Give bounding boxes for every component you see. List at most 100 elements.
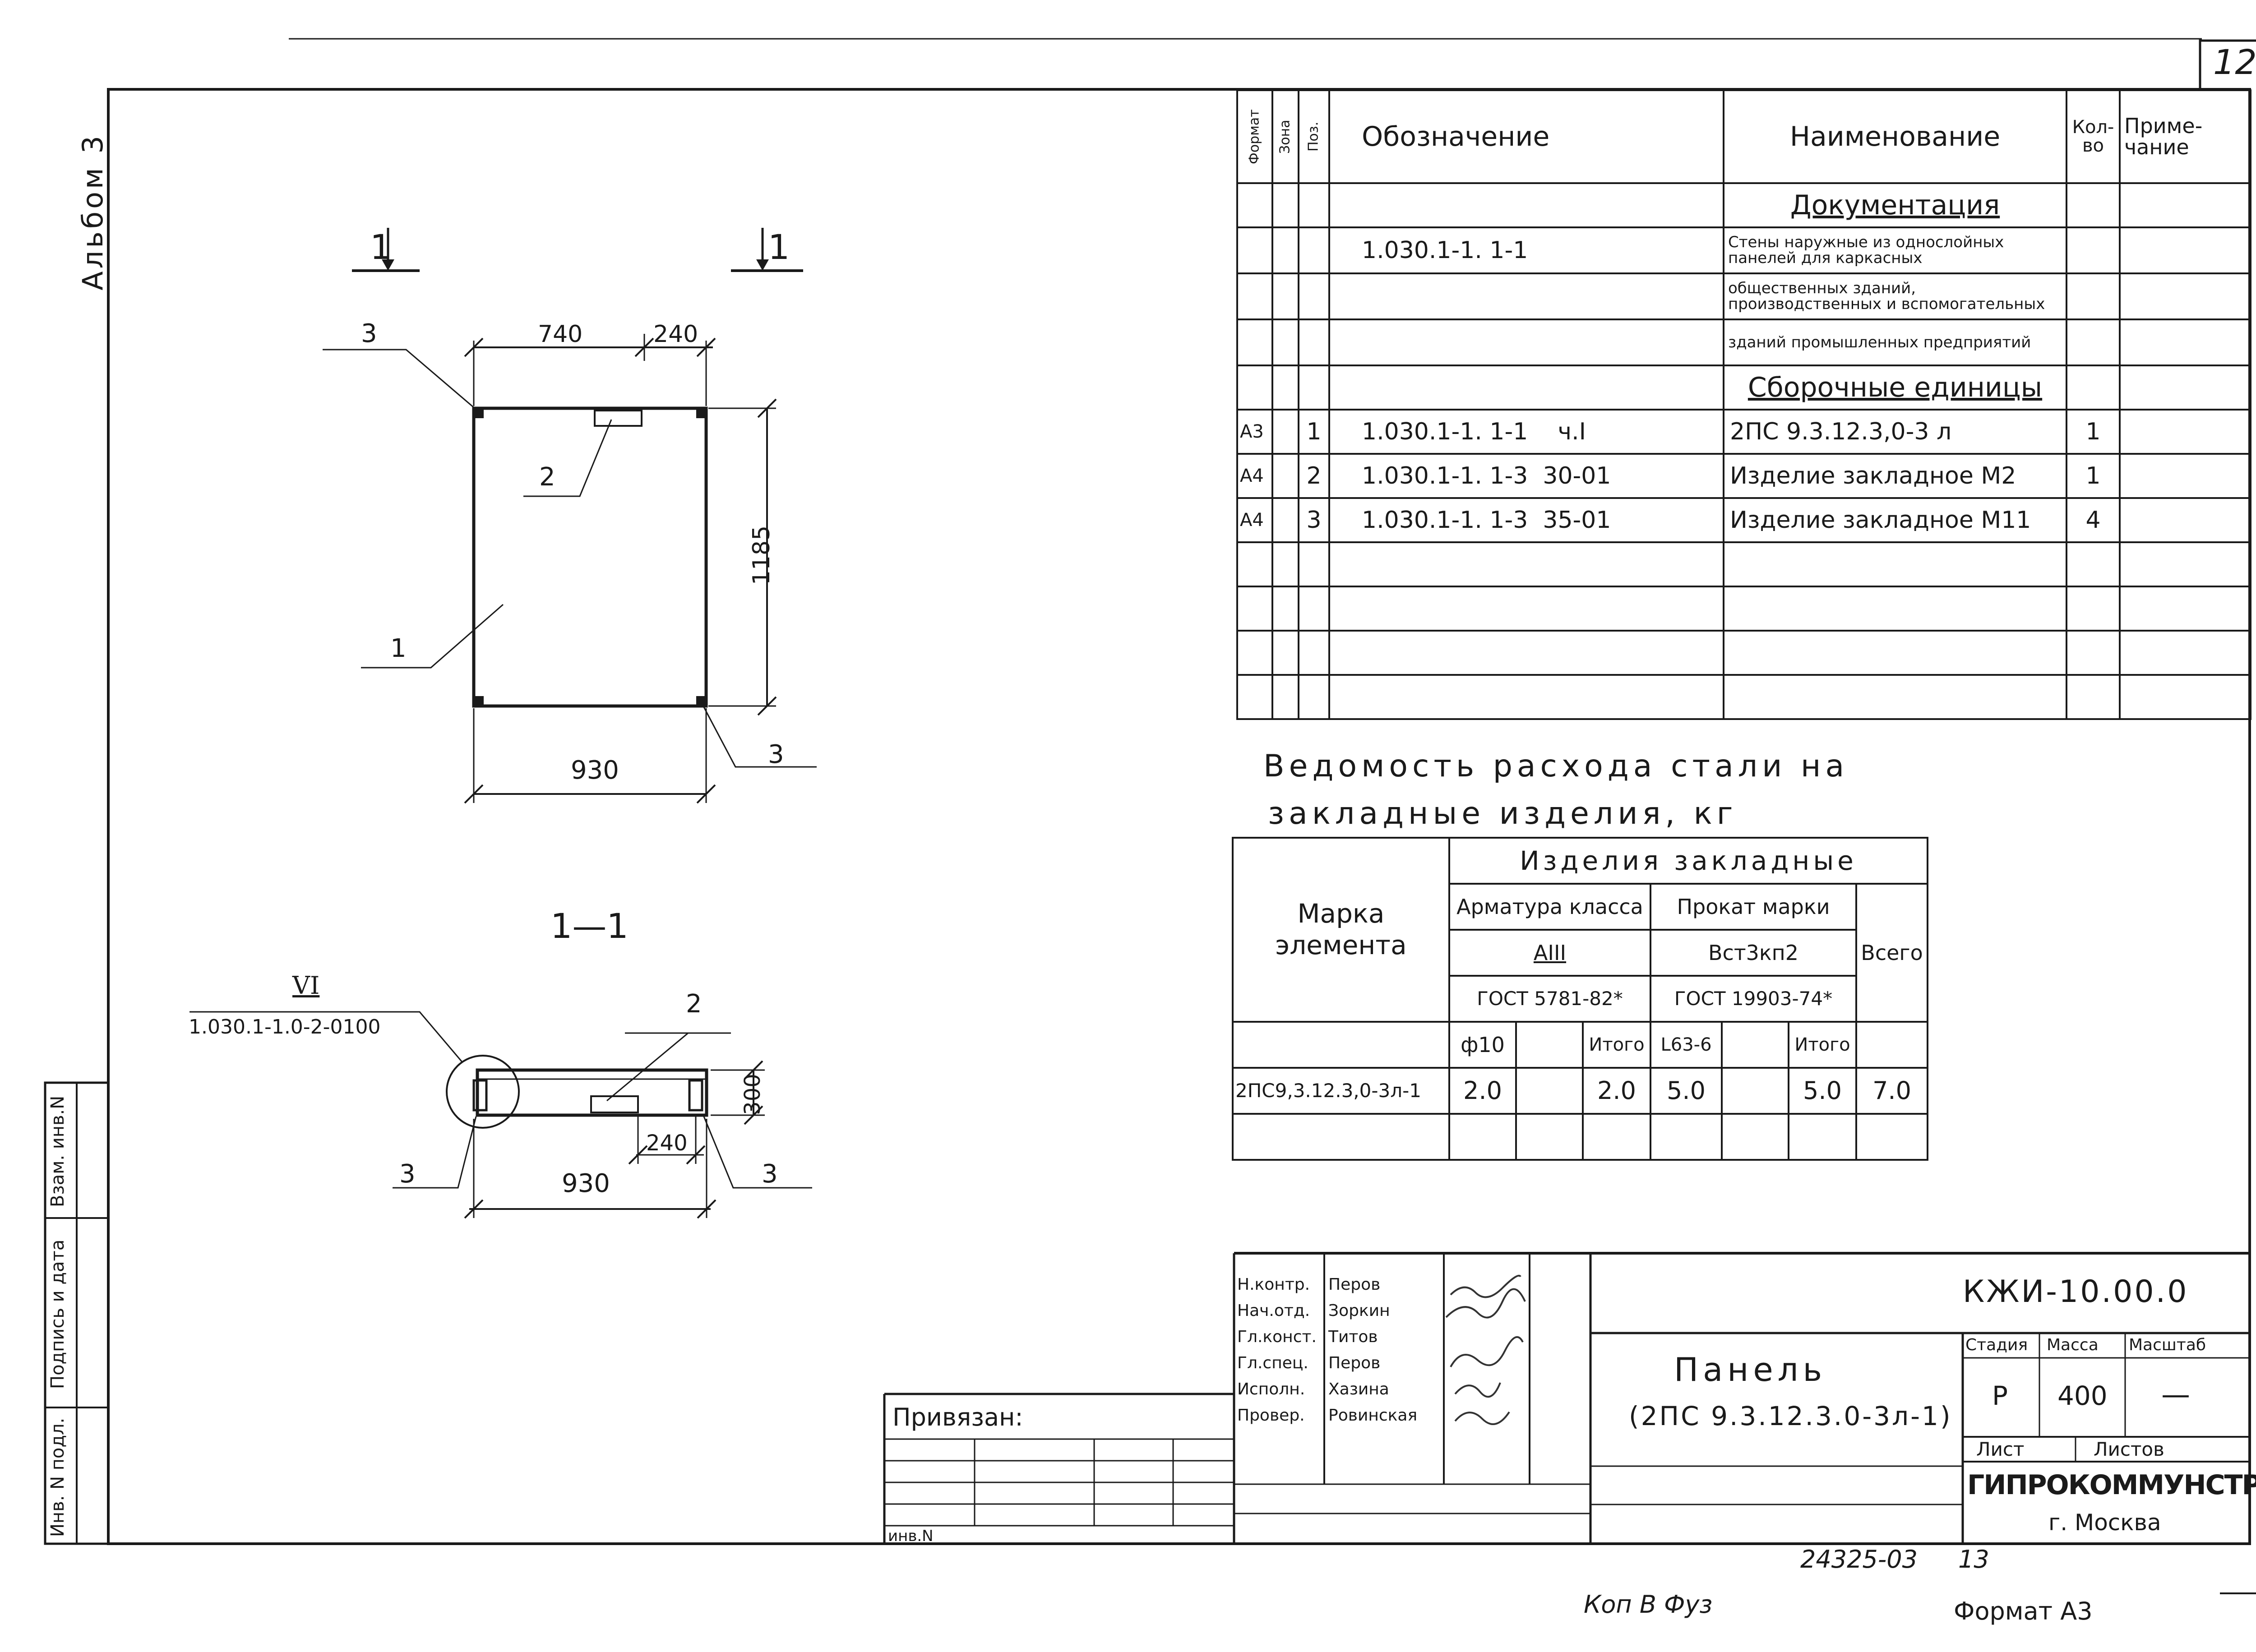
- col-name: Наименование: [1723, 89, 2067, 184]
- dim-240-section: 240: [646, 1131, 688, 1156]
- row-pos: 1: [1298, 409, 1330, 455]
- album-label: Альбом 3: [76, 133, 109, 291]
- spec-header-row: Формат Зона Поз. Обозначение Наименовани…: [1237, 89, 2251, 184]
- title-block-lines: [883, 1252, 2251, 1545]
- row-name: Изделие закладное М11: [1723, 497, 2067, 543]
- col-qty: Кол-во: [2066, 89, 2121, 184]
- dim-930-plan: 930: [571, 756, 619, 785]
- row-pos: 2: [1298, 453, 1330, 499]
- callout-3-left-section: 3: [399, 1159, 416, 1189]
- privyazan-label: Привязан:: [892, 1403, 1023, 1431]
- mark-header: Марка элемента: [1232, 837, 1450, 1023]
- section-mark-right: 1: [768, 227, 790, 267]
- row-qty: 1: [2066, 409, 2121, 455]
- table-row-empty: [1236, 674, 2251, 720]
- role-label: Исполн.: [1237, 1380, 1305, 1398]
- sub-d10: ф10: [1448, 1021, 1517, 1069]
- sub-total-2: Итого: [1788, 1021, 1857, 1069]
- callout-1-plan: 1: [390, 634, 407, 663]
- table-row-empty: [1236, 630, 2251, 676]
- stamp-inv-podl: Инв. N подл.: [47, 1417, 68, 1537]
- table-row: А3 1 1.030.1-1. 1-1 ч.I 2ПС 9.3.12.3,0-3…: [1236, 409, 2251, 455]
- table-row: А4 2 1.030.1-1. 1-3 30-01 Изделие заклад…: [1236, 453, 2251, 499]
- row-name: Изделие закладное М2: [1723, 453, 2067, 499]
- row-format: А4: [1236, 497, 1273, 543]
- object-name: Панель: [1674, 1351, 1827, 1389]
- arm-grade: АIII: [1448, 929, 1651, 977]
- row-qty: 1: [2066, 453, 2121, 499]
- total-header: Всего: [1855, 883, 1929, 1023]
- spec-row-doc-heading: Документация: [1236, 182, 2251, 228]
- role-name: Перов: [1328, 1275, 1381, 1294]
- section-view: [190, 1011, 812, 1219]
- row-designation: 1.030.1-1. 1-3 35-01: [1328, 497, 1724, 543]
- callout-2-section: 2: [686, 989, 702, 1019]
- scale-label: Масштаб: [2129, 1336, 2206, 1354]
- mass-label: Масса: [2047, 1336, 2099, 1354]
- row-d10: 2.0: [1448, 1067, 1517, 1115]
- sub-total-1: Итого: [1582, 1021, 1651, 1069]
- spec-row-doc-3: зданий промышленных предприятий: [1236, 318, 2251, 366]
- row-l63: 5.0: [1650, 1067, 1723, 1115]
- row-total-1: 2.0: [1582, 1067, 1651, 1115]
- rolled-header: Прокат марки: [1650, 883, 1857, 931]
- callout-2-plan: 2: [539, 462, 555, 492]
- doc-designation: 1.030.1-1. 1-1: [1328, 226, 1724, 274]
- col-zone: Зона: [1272, 90, 1299, 183]
- dim-740: 740: [538, 321, 583, 348]
- section-title: 1—1: [550, 906, 629, 946]
- row-total-2: 5.0: [1788, 1067, 1857, 1115]
- table-row-empty: [1232, 1113, 1929, 1161]
- mass-value: 400: [2057, 1380, 2108, 1411]
- sheets-label: Листов: [2094, 1438, 2164, 1460]
- page-number: 12: [2213, 42, 2256, 82]
- embedded-part-m2: [594, 410, 643, 427]
- role-label: Гл.конст.: [1237, 1328, 1317, 1346]
- doc-name-1: Стены наружные из однослойных панелей дл…: [1723, 226, 2067, 274]
- role-label: Н.контр.: [1237, 1275, 1310, 1294]
- row-mark: 2ПС9,3.12.3,0-3л-1: [1232, 1067, 1450, 1115]
- table-row-empty: [1236, 586, 2251, 632]
- doc-name-2: общественных зданий, производственных и …: [1723, 272, 2067, 320]
- row-all: 7.0: [1855, 1067, 1929, 1115]
- inv-label: инв.N: [888, 1527, 934, 1545]
- detail-ref-code: 1.030.1-1.0-2-0100: [189, 1015, 381, 1038]
- row-name: 2ПС 9.3.12.3,0-3 л: [1723, 409, 2067, 455]
- row-format: А3: [1236, 409, 1273, 455]
- section-outline: [476, 1068, 708, 1117]
- object-mark: (2ПС 9.3.12.3.0-3л-1): [1629, 1401, 1952, 1431]
- table-row: 2ПС9,3.12.3,0-3л-1 2.0 2.0 5.0 5.0 7.0: [1232, 1067, 1929, 1115]
- role-name: Титов: [1328, 1328, 1378, 1346]
- row-pos: 3: [1298, 497, 1330, 543]
- scale-value: —: [2161, 1378, 2190, 1412]
- sheet-frame: [107, 88, 2251, 1545]
- doc-name-3: зданий промышленных предприятий: [1723, 318, 2067, 366]
- bottom-number: 24325-03: [1800, 1545, 1918, 1574]
- steel-title-1: Ведомость расхода стали на: [1263, 748, 1849, 784]
- table-row: А4 3 1.030.1-1. 1-3 35-01 Изделие заклад…: [1236, 497, 2251, 543]
- section-assembly: Сборочные единицы: [1723, 365, 2067, 411]
- role-name: Зоркин: [1328, 1301, 1390, 1320]
- row-designation: 1.030.1-1. 1-3 30-01: [1328, 453, 1724, 499]
- arm-class: Арматура класса: [1448, 883, 1651, 931]
- rolled-grade: Вст3кп2: [1650, 929, 1857, 977]
- detail-callout-circle: [446, 1055, 520, 1129]
- dim-1185: 1185: [748, 525, 776, 586]
- col-designation: Обозначение: [1328, 89, 1724, 184]
- page-number-box: [2199, 39, 2256, 89]
- role-name: Ровинская: [1328, 1406, 1418, 1425]
- signatures: [1445, 1274, 1526, 1425]
- dim-300: 300: [740, 1074, 765, 1115]
- dim-930-section: 930: [562, 1169, 610, 1198]
- spec-row-doc-2: общественных зданий, производственных и …: [1236, 272, 2251, 320]
- col-note: Приме-чание: [2119, 89, 2251, 184]
- stamp-vzam-inv: Взам. инв.N: [47, 1095, 68, 1207]
- role-label: Гл.спец.: [1237, 1354, 1308, 1372]
- row-qty: 4: [2066, 497, 2121, 543]
- table-row-empty: [1236, 541, 2251, 587]
- role-name: Перов: [1328, 1354, 1381, 1372]
- section-documentation: Документация: [1723, 182, 2067, 228]
- row-format: А4: [1236, 453, 1273, 499]
- callout-3-bottom: 3: [768, 740, 784, 769]
